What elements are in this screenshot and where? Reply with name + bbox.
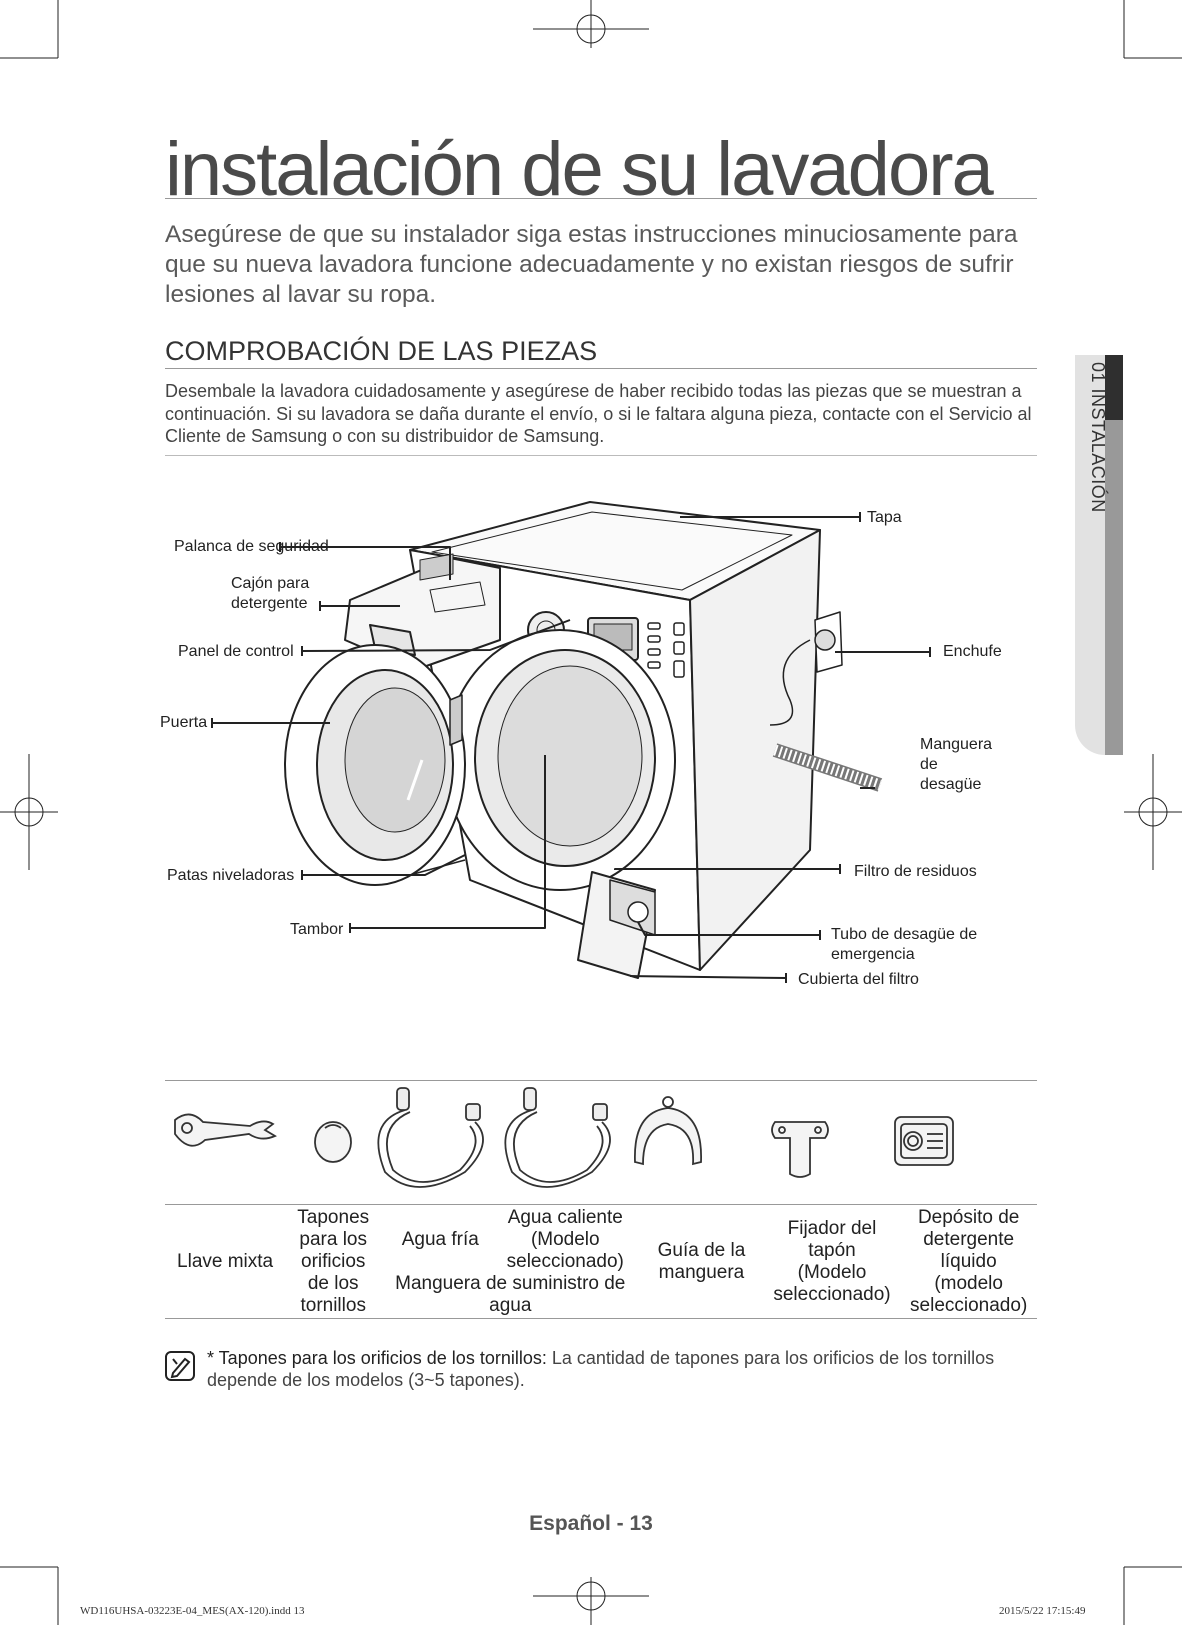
part-deposito-line: Depósito de <box>917 1207 1020 1228</box>
print-date-info: 2015/5/22 17:15:49 <box>999 1605 1086 1617</box>
part-tapones: Tapones para los orificios de los tornil… <box>285 1206 381 1318</box>
part-guia-line: manguera <box>658 1262 745 1283</box>
part-fijador-line: seleccionado) <box>773 1284 891 1305</box>
part-guia: Guía de la manguera <box>639 1206 763 1318</box>
title-rule <box>165 198 1037 199</box>
parts-row: Llave mixta Tapones para los orificios d… <box>165 1206 1037 1318</box>
part-agua-caliente-line: Agua caliente <box>507 1207 623 1228</box>
part-mangueras: Agua fría Agua caliente (Modelo seleccio… <box>381 1206 639 1318</box>
label-filtro: Filtro de residuos <box>854 863 977 880</box>
part-deposito-line: detergente <box>923 1229 1015 1250</box>
page-title: instalación de su lavadora <box>165 127 994 212</box>
part-agua-fria: Agua fría <box>401 1229 479 1250</box>
cap-fixer-icon <box>771 1121 829 1178</box>
label-tubo-line1: Tubo de desagüe de <box>831 926 978 943</box>
part-tapones-line: tornillos <box>300 1295 366 1316</box>
part-tapones-line: orificios <box>301 1251 366 1272</box>
section-rule <box>165 368 1037 369</box>
intro-text: Asegúrese de que su instalador siga esta… <box>165 221 1018 308</box>
washer-illustration <box>211 501 931 983</box>
spanner-icon <box>174 1113 277 1147</box>
part-manguera-suministro-line: Manguera de suministro de <box>395 1273 626 1294</box>
side-tab-bar <box>1105 420 1123 755</box>
page-number: Español - 13 <box>529 1512 653 1535</box>
liquid-detergent-box-icon <box>894 1116 954 1166</box>
part-deposito-line: líquido <box>940 1251 997 1272</box>
cold-water-hose-icon <box>377 1087 484 1188</box>
label-panel: Panel de control <box>178 643 294 660</box>
hot-water-hose-icon <box>504 1087 611 1188</box>
parts-illustrations <box>174 1087 954 1188</box>
part-deposito-line: (modelo <box>934 1273 1003 1294</box>
parts-top-rule <box>165 1080 1037 1081</box>
side-tab-label: 01 INSTALACIÓN <box>1088 362 1108 513</box>
note-icon <box>165 1351 195 1381</box>
label-tambor: Tambor <box>290 921 344 938</box>
hole-cap-icon <box>314 1121 352 1163</box>
part-fijador: Fijador del tapón (Modelo seleccionado) <box>764 1206 901 1318</box>
side-tab-marker <box>1105 355 1123 420</box>
section-text: Desembale la lavadora cuidadosamente y a… <box>165 381 1032 446</box>
label-cajon-line1: Cajón para <box>231 575 310 592</box>
parts-mid-rule <box>165 1204 1037 1205</box>
part-agua-caliente-line: (Modelo <box>530 1229 600 1250</box>
label-enchufe: Enchufe <box>943 643 1002 660</box>
note-text: * Tapones para los orificios de los torn… <box>207 1347 1037 1391</box>
label-palanca: Palanca de seguridad <box>174 538 329 555</box>
part-llave-label: Llave mixta <box>177 1251 274 1272</box>
parts-table: Llave mixta Tapones para los orificios d… <box>165 1206 1037 1318</box>
part-deposito: Depósito de detergente líquido (modelo s… <box>900 1206 1037 1318</box>
part-fijador-line: Fijador del <box>787 1218 877 1239</box>
part-agua-caliente-line: seleccionado) <box>506 1251 624 1272</box>
label-puerta: Puerta <box>160 714 208 731</box>
part-guia-line: Guía de la <box>657 1240 746 1261</box>
section-text-rule <box>165 455 1037 456</box>
part-tapones-line: Tapones <box>297 1207 370 1228</box>
part-manguera-suministro-line: agua <box>489 1295 532 1316</box>
part-tapones-line: para los <box>299 1229 368 1250</box>
label-manguera-line1: Manguera <box>920 736 993 753</box>
label-cajon-line2: detergente <box>231 595 308 612</box>
section-title: COMPROBACIÓN DE LAS PIEZAS <box>165 336 598 366</box>
part-fijador-line: tapón <box>808 1240 856 1261</box>
label-cubierta: Cubierta del filtro <box>798 971 919 988</box>
parts-bottom-rule <box>165 1318 1037 1319</box>
label-patas: Patas niveladoras <box>167 867 295 884</box>
part-llave: Llave mixta <box>165 1206 285 1318</box>
part-tapones-line: de los <box>307 1273 359 1294</box>
label-manguera-line2: de <box>920 756 938 773</box>
print-file-info: WD116UHSA-03223E-04_MES(AX-120).indd 13 <box>80 1605 305 1617</box>
part-fijador-line: (Modelo <box>797 1262 867 1283</box>
label-tubo-line2: emergencia <box>831 946 915 963</box>
label-manguera-line3: desagüe <box>920 776 982 793</box>
part-deposito-line: seleccionado) <box>910 1295 1028 1316</box>
label-tapa: Tapa <box>867 509 902 526</box>
hose-guide-icon <box>634 1096 702 1166</box>
note-body: La cantidad de tapones para los orificio… <box>207 1348 995 1390</box>
note-bold: * Tapones para los orificios de los torn… <box>207 1348 547 1368</box>
